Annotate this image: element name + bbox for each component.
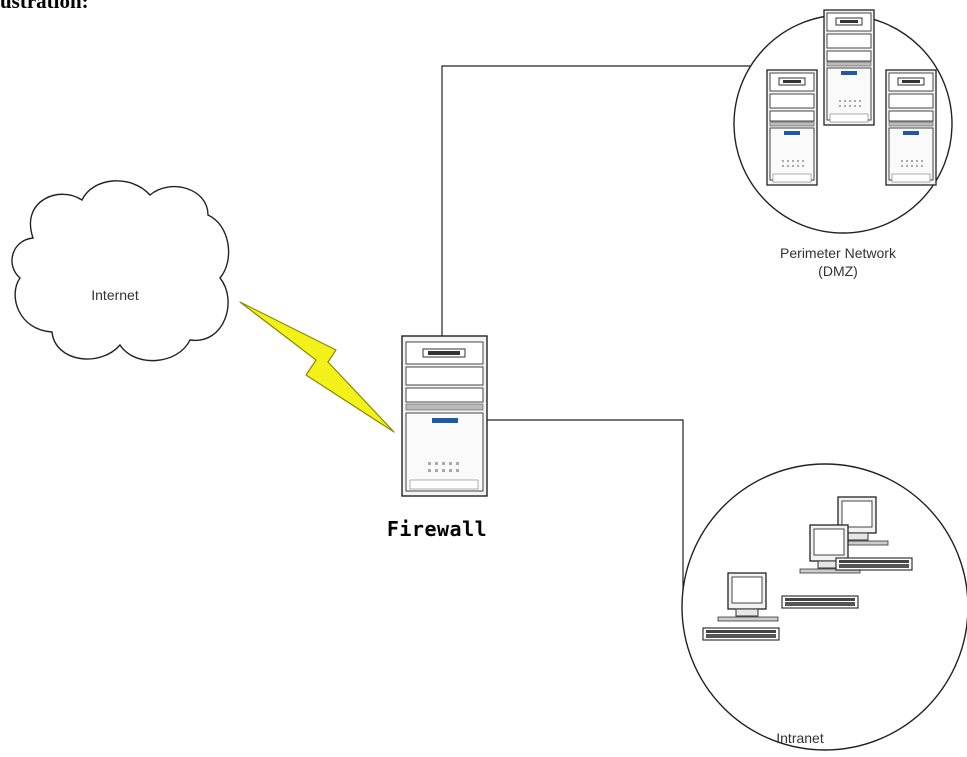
intranet-label: Intranet [776,730,824,746]
lightning-bolt-icon [239,301,395,433]
keyboard-icon [702,627,780,641]
firewall-label: Firewall [386,517,488,541]
firewall-server-icon [401,335,488,497]
keyboard-icon [835,557,913,571]
internet-label: Internet [91,287,139,303]
link-firewall-dmz [441,65,770,337]
dmz-server-icon [823,9,875,126]
dmz-server-icon [766,69,818,186]
dmz-label: (DMZ) [818,263,858,279]
dmz-server-icon [885,69,937,186]
keyboard-icon [781,595,859,609]
link-firewall-intranet [487,419,684,600]
internet-cloud-icon [11,180,230,362]
header-fragment-text: ustration: [0,0,89,13]
intranet-zone [681,463,967,751]
perimeter-network-zone [733,9,953,234]
perimeter-network-label: Perimeter Network [780,245,896,261]
